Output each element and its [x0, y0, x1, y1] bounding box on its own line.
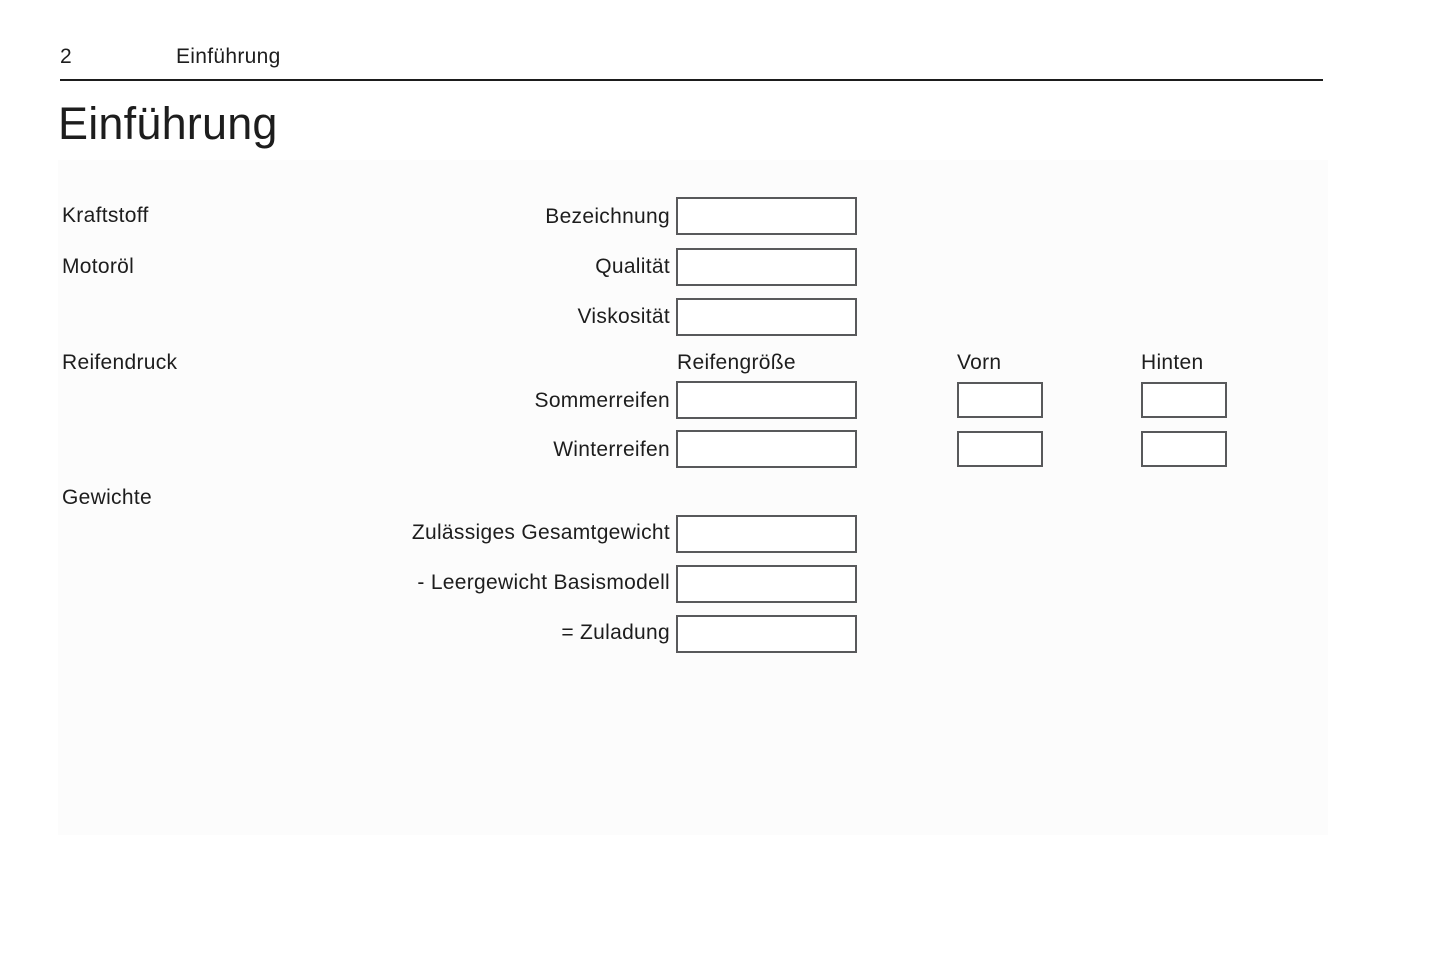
section-label-tyre-pressure: Reifendruck [62, 351, 178, 374]
field-label-designation: Bezeichnung [545, 205, 670, 228]
summer-tyre-rear-input-box[interactable] [1141, 382, 1227, 418]
summer-tyre-front-input-box[interactable] [957, 382, 1043, 418]
winter-tyre-front-input-box[interactable] [957, 431, 1043, 467]
quality-input-box[interactable] [676, 248, 857, 286]
header-rule-divider [60, 79, 1323, 81]
field-label-winter-tyres: Winterreifen [553, 438, 670, 461]
column-header-rear: Hinten [1141, 351, 1204, 374]
gross-weight-input-box[interactable] [676, 515, 857, 553]
field-label-payload: = Zuladung [561, 621, 670, 644]
field-label-kerb-weight: - Leergewicht Basismodell [417, 571, 670, 594]
page-title: Einführung [58, 98, 278, 149]
kerb-weight-input-box[interactable] [676, 565, 857, 603]
field-label-quality: Qualität [595, 255, 670, 278]
section-label-engine-oil: Motoröl [62, 255, 135, 278]
column-header-front: Vorn [957, 351, 1002, 374]
payload-input-box[interactable] [676, 615, 857, 653]
summer-tyre-size-input-box[interactable] [676, 381, 857, 419]
running-header-title: Einführung [176, 45, 281, 68]
field-label-viscosity: Viskosität [577, 305, 670, 328]
section-label-weights: Gewichte [62, 486, 152, 509]
viscosity-input-box[interactable] [676, 298, 857, 336]
section-label-fuel: Kraftstoff [62, 204, 149, 227]
column-header-tyre-size: Reifengröße [677, 351, 796, 374]
page-number: 2 [60, 45, 72, 68]
field-label-gross-weight: Zulässiges Gesamtgewicht [411, 521, 670, 544]
field-label-summer-tyres: Sommerreifen [534, 389, 670, 412]
winter-tyre-rear-input-box[interactable] [1141, 431, 1227, 467]
winter-tyre-size-input-box[interactable] [676, 430, 857, 468]
designation-input-box[interactable] [676, 197, 857, 235]
